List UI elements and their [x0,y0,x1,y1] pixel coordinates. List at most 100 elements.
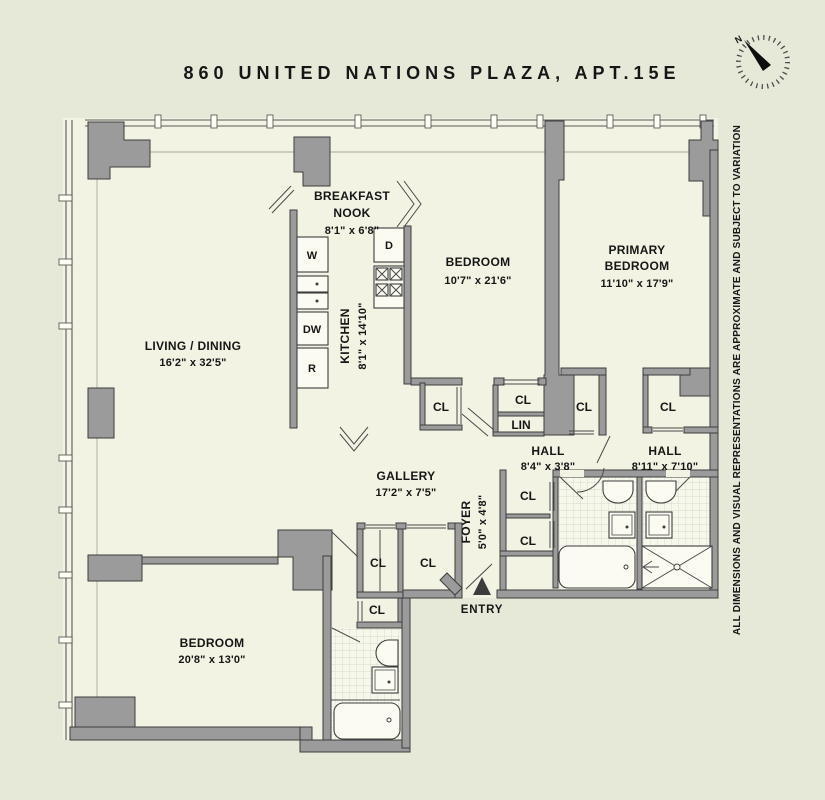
wall-bottom-bath [299,739,411,753]
bathroom-b-fixtures [641,480,713,589]
closet-bath-wall-b [499,550,554,557]
room-label-foyer: FOYER [459,501,473,544]
kitchen-sink-2 [296,292,329,310]
dishwasher-box [296,311,329,346]
entry-arrow-icon [473,577,491,595]
closet-labels: CL CL LIN CL CL CL CL CL CL CL [369,393,676,617]
wall-foyer-east [499,469,507,591]
linen-closet-label: LIN [511,418,530,432]
closet-bath-divider [505,513,551,519]
closet-label: CL [370,556,386,570]
room-label-primary-1: PRIMARY [609,243,666,257]
compass-needle-icon [744,40,771,71]
wall-bottom-right [496,589,719,599]
window-walls [58,114,714,740]
wall-bath-divider [636,476,643,590]
bathtub-a [558,545,636,589]
wall-bath-c-top [356,621,405,629]
toilet-c [375,639,399,667]
toilet-b [645,480,677,504]
dishwasher-label: DW [303,324,322,336]
sink-a [608,511,636,539]
dryer-box [373,227,405,263]
closet-b-wall-r [598,374,607,436]
compass-tick-ring [736,35,790,89]
column-left-mid [87,387,115,439]
refrigerator-box [296,347,329,389]
wall-bath-top [552,469,719,478]
shower-b [641,545,713,589]
closet-box-divider [397,528,404,593]
closet-box-wall-b [356,591,404,599]
sink-c-drain [387,680,391,684]
column-kitchen-top [293,136,331,187]
closet-box-wall-l [356,528,364,599]
room-label-bedroom-bottom: BEDROOM [180,636,245,650]
room-dims-hall-center: 8'4" x 3'8" [521,461,576,473]
room-label-living-dining: LIVING / DINING [145,339,242,353]
wall-bedroom-north [141,556,279,565]
sink-a-basin [611,514,633,536]
room-dims-primary: 11'10" x 17'9" [601,278,674,290]
room-labels: LIVING / DINING 16'2" x 32'5" BREAKFAST … [145,189,699,666]
sink-c [371,666,399,694]
sink-a-drain [625,525,629,529]
wall-bedroom-south-c [537,377,547,386]
toilet-a [602,480,634,504]
wall-bedroom-south-b [493,377,505,386]
room-label-primary-2: BEDROOM [605,259,670,273]
wall-kitchen-west [289,209,298,429]
closet-label: CL [520,489,536,503]
closet-c-wall-b1 [642,426,653,434]
closet-lin-divider [497,411,545,417]
compass-north-label: N [733,33,744,45]
closet-a-wall [419,382,426,431]
room-dims-breakfast-nook: 8'1" x 6'8" [325,225,380,237]
closet-label: CL [660,400,676,414]
tub-c-drain [386,717,392,723]
column-top-left [87,121,151,180]
wall-right-outer [709,149,719,599]
closet-a-wall-b [419,424,463,431]
wall-kitchen-east [403,225,412,385]
dryer-label: D [385,240,393,252]
appliance-labels: W D DW R [303,240,393,375]
wall-primary-south-a [560,367,607,376]
room-label-kitchen: KITCHEN [338,308,352,363]
bath-b-door-gap [666,470,690,477]
tub-a-drain [623,564,629,570]
closet-c-wall-l [642,374,649,433]
disclaimer-text: ALL DIMENSIONS AND VISUAL REPRESENTATION… [732,125,743,635]
room-dims-bedroom-top: 10'7" x 21'6" [444,275,511,287]
closet-lin-wall-b [492,431,545,437]
bath-a-door-gap [560,470,584,477]
page-title: 860 UNITED NATIONS PLAZA, APT.15E [183,63,680,83]
closet-label: CL [520,534,536,548]
sink-b [645,511,673,539]
shower-head-icon [642,560,659,574]
closet-box-stub2 [395,522,407,530]
wall-bottom-bedroom [69,726,313,741]
washer-label: W [307,250,318,262]
closet-label: CL [420,556,436,570]
wall-bath-a-west [552,476,559,589]
room-dims-kitchen: 8'1" x 14'10" [357,302,369,369]
washer-box [296,236,329,273]
wall-bedroom-south-a [410,377,463,386]
sink-c-basin [374,669,396,691]
closet-label: CL [369,603,385,617]
room-label-breakfast-nook-1: BREAKFAST [314,189,390,203]
room-dims-gallery: 17'2" x 7'5" [376,487,437,499]
wall-entry-left [402,589,456,599]
wall-bedroom-east [322,555,332,743]
sink-b-basin [648,514,670,536]
wall-bath-c-east [401,597,411,749]
entry-marker: ENTRY [461,577,504,616]
closet-label: CL [576,400,592,414]
bathroom-c-fixtures [333,639,401,740]
closet-c-wall-b2 [683,426,719,434]
entry-label: ENTRY [461,604,504,616]
room-dims-hall-right: 8'11" x 7'10" [632,461,699,473]
compass-rose: N [733,33,790,89]
